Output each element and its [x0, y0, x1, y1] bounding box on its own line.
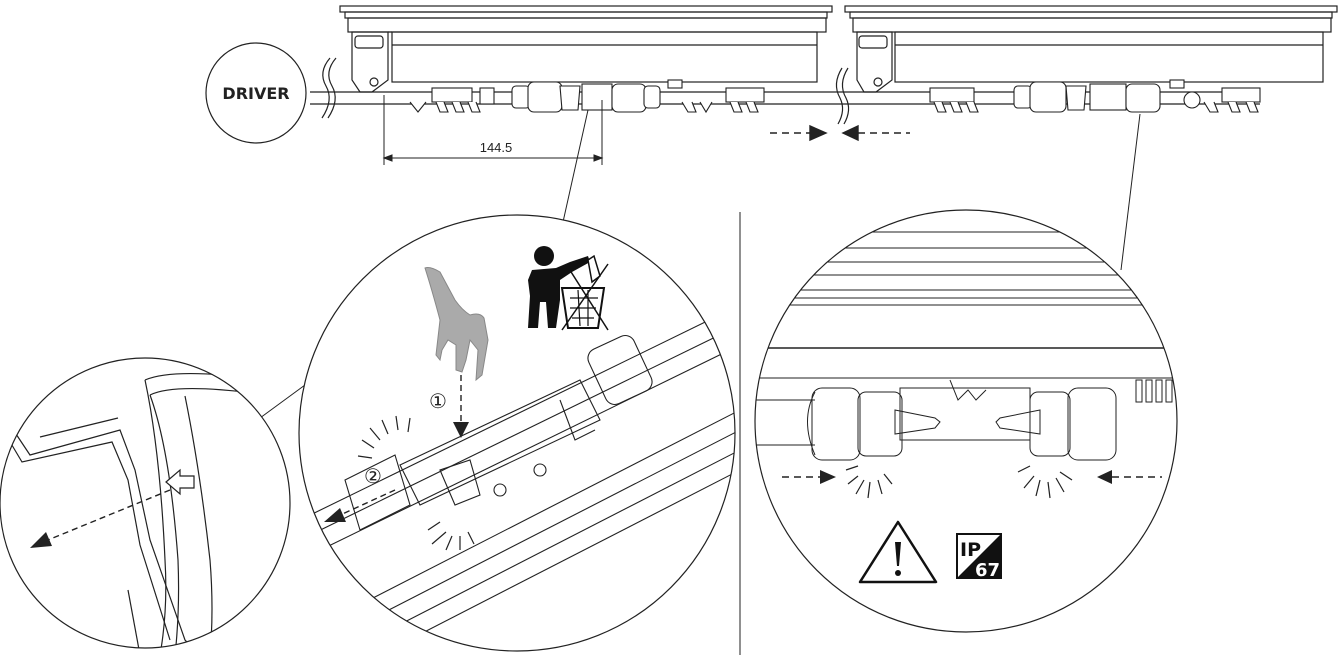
leader-lines [259, 109, 1141, 419]
ip67-icon: IP 67 [956, 533, 1002, 581]
driver-label: DRIVER [222, 84, 289, 103]
join-arrows-top [770, 124, 910, 142]
dimension-line [382, 95, 604, 165]
driver: DRIVER [205, 42, 307, 144]
clips-left [409, 79, 765, 114]
push-arrow-icon [165, 468, 195, 496]
step-1-label: ① [429, 391, 447, 413]
pull-arrow-icon [30, 532, 52, 548]
release-key-tool [424, 267, 489, 382]
warning-triangle-icon [858, 520, 938, 584]
no-litter-icon [528, 246, 609, 331]
click-burst-2 [427, 521, 475, 551]
ip67-top: IP [960, 539, 981, 561]
ip67-bottom: 67 [975, 560, 1000, 581]
click-burst-3 [845, 465, 893, 499]
detail-circle-joined: IP 67 [754, 209, 1178, 633]
detail-circle-release [0, 357, 291, 649]
click-burst-1 [357, 415, 411, 459]
click-burst-4 [1017, 465, 1073, 499]
luminaire-right [844, 5, 1338, 93]
luminaire-left [339, 5, 833, 93]
detail-circle-connector: ① ② [298, 214, 736, 652]
clips-right [929, 79, 1261, 113]
step-2-label: ② [364, 466, 382, 488]
dimension-value: 144.5 [480, 140, 513, 155]
